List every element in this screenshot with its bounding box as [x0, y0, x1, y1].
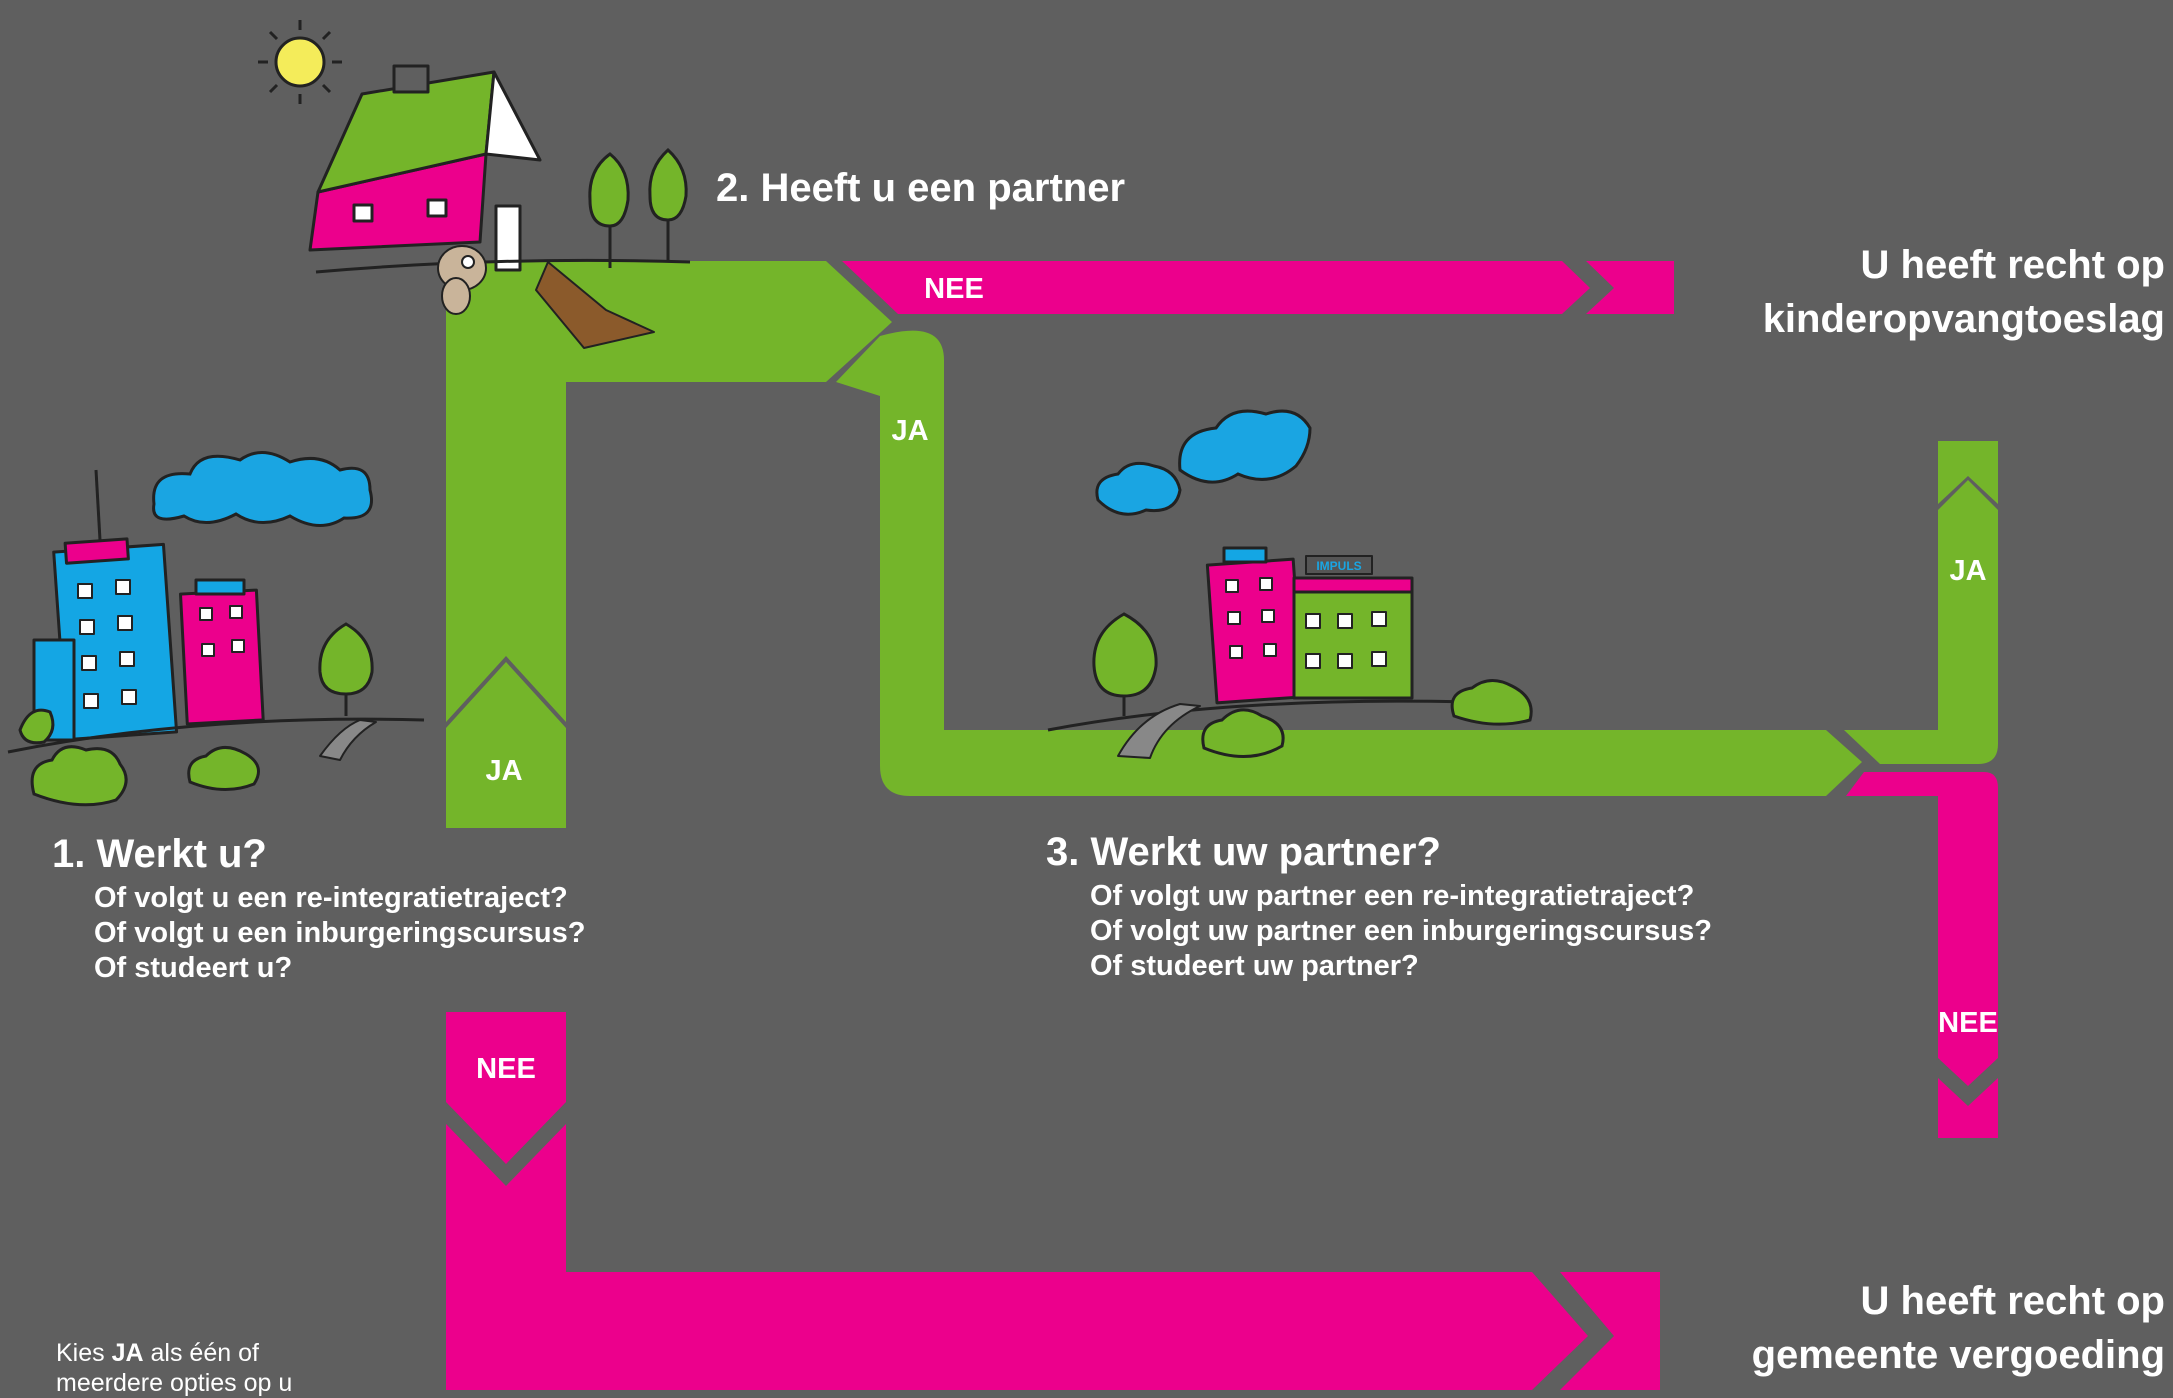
tree-icon	[1092, 612, 1158, 716]
question-1-option: Of studeert u?	[94, 952, 293, 984]
cloud-icon	[1095, 409, 1312, 516]
house-icon	[308, 64, 691, 349]
question-1-title: 1. Werkt u?	[52, 832, 267, 876]
city-buildings-icon	[7, 469, 425, 761]
path-q3-nee-tip	[1938, 1078, 1998, 1138]
instruction-note: Kies JA als één of meerdere opties op u	[56, 1338, 292, 1398]
green-flow-paths	[446, 261, 1998, 828]
path-q1-ja	[446, 662, 566, 828]
label-ja-q1: JA	[485, 755, 522, 787]
cloud-icon	[152, 451, 373, 527]
outcome-line: gemeente vergoeding	[1751, 1333, 2165, 1377]
path-q3-ja-top	[1938, 441, 1998, 504]
magenta-flow-paths	[446, 261, 1998, 1390]
question-1-option: Of volgt u een re-integratietraject?	[94, 882, 568, 914]
outcome-line: kinderopvangtoeslag	[1762, 297, 2165, 341]
dog-icon	[437, 245, 487, 315]
outcome-line: U heeft recht op	[1860, 243, 2165, 287]
outcome-kinderopvangtoeslag: U heeft recht op kinderopvangtoeslag	[1763, 238, 2165, 346]
office-buildings-icon: IMPULS	[1047, 546, 1531, 759]
bush-icon	[1201, 679, 1533, 758]
tree-icon	[588, 147, 688, 268]
path-q1-nee-top	[446, 1012, 566, 1164]
instruction-prefix: Kies	[56, 1339, 112, 1367]
path-q1-nee-tip	[1560, 1272, 1660, 1390]
instruction-suffix: als één of	[143, 1339, 259, 1367]
tree-icon	[318, 622, 374, 716]
outcome-line: U heeft recht op	[1860, 1279, 2165, 1323]
question-3-title: 3. Werkt uw partner?	[1046, 830, 1441, 874]
path-q3-nee	[1846, 772, 1998, 1086]
label-nee-q2: NEE	[924, 273, 984, 305]
question-1-option: Of volgt u een inburgeringscursus?	[94, 917, 586, 949]
bush-icon	[18, 708, 260, 807]
label-ja-q3: JA	[1949, 555, 1986, 587]
path-q2-nee	[842, 261, 1590, 314]
label-nee-q1: NEE	[476, 1053, 536, 1085]
path-q1-ja-upper	[446, 261, 892, 722]
path-q1-nee	[446, 1124, 1588, 1390]
path-q3-ja	[1844, 480, 1998, 764]
question-1-block: 1. Werkt u? Of volgt u een re-integratie…	[52, 832, 585, 986]
question-3-option: Of studeert uw partner?	[1090, 950, 1419, 982]
outcome-gemeente-vergoeding: U heeft recht op gemeente vergoeding	[1752, 1274, 2165, 1382]
instruction-line-1: Kies JA als één of	[56, 1338, 292, 1368]
question-3-block: 3. Werkt uw partner? Of volgt uw partner…	[1046, 830, 1712, 984]
label-nee-q3: NEE	[1938, 1007, 1998, 1039]
path-q2-ja	[836, 330, 1862, 796]
question-3-option: Of volgt uw partner een inburgeringscurs…	[1090, 915, 1712, 947]
question-3-options: Of volgt uw partner een re-integratietra…	[1090, 879, 1712, 984]
question-2-title: 2. Heeft u een partner	[716, 166, 1126, 210]
impuls-sign: IMPULS	[1316, 559, 1361, 573]
sun-icon	[258, 20, 342, 104]
path-q2-nee-tip	[1586, 261, 1674, 314]
instruction-emphasis: JA	[111, 1339, 144, 1367]
label-ja-q2: JA	[891, 415, 928, 447]
question-3-option: Of volgt uw partner een re-integratietra…	[1090, 880, 1695, 912]
question-1-options: Of volgt u een re-integratietraject? Of …	[94, 881, 585, 986]
instruction-line-2: meerdere opties op u	[56, 1369, 293, 1397]
